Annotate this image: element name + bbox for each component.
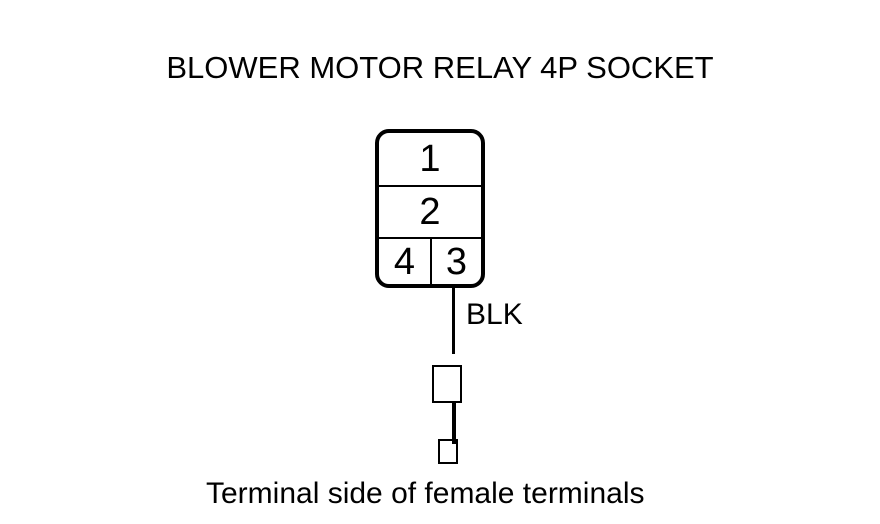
pin-4-label: 4	[393, 240, 416, 283]
pin-cell-1: 1	[379, 133, 481, 185]
wire-color-label: BLK	[466, 298, 523, 331]
relay-socket-connector: 1 2 4 3	[375, 129, 485, 288]
pin-3-label: 3	[445, 240, 468, 283]
pin-cell-4: 4	[379, 239, 432, 284]
pin-cell-3: 3	[432, 239, 481, 284]
wire-segment-upper	[452, 286, 455, 354]
pin-1-label: 1	[419, 138, 441, 180]
diagram-caption: Terminal side of female terminals	[206, 477, 645, 510]
pin-row-bottom: 4 3	[379, 237, 481, 284]
inline-terminal-large	[432, 365, 462, 403]
pin-cell-2: 2	[379, 185, 481, 237]
pin-2-label: 2	[419, 191, 441, 233]
inline-terminal-small	[438, 439, 458, 464]
wire-segment-lower	[452, 403, 456, 444]
page-title: BLOWER MOTOR RELAY 4P SOCKET	[166, 50, 714, 85]
